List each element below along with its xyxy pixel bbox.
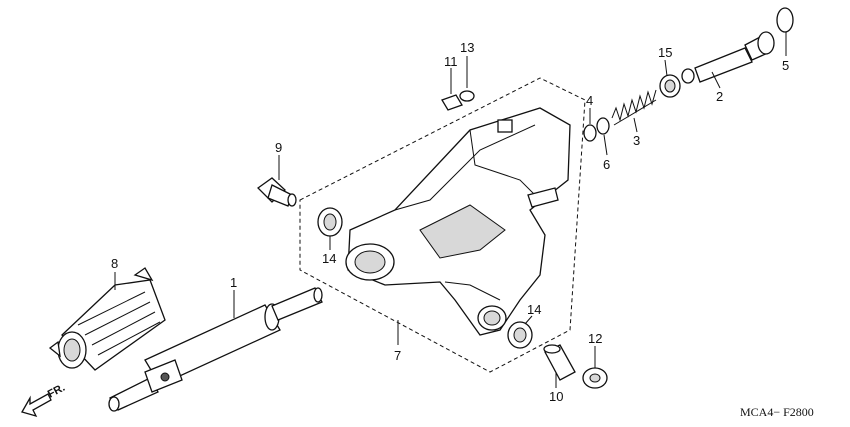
bearing-15[interactable] (659, 74, 681, 98)
callout-10: 10 (549, 389, 563, 404)
callout-9: 9 (275, 140, 282, 155)
front-direction-arrow-icon (21, 393, 52, 418)
washer-13[interactable] (459, 90, 475, 102)
pinion-shaft-2[interactable] (681, 31, 775, 84)
swingarm[interactable] (345, 107, 571, 336)
circlip-5[interactable] (776, 7, 794, 33)
callout-13: 13 (460, 40, 474, 55)
lock-nut-12[interactable] (582, 367, 608, 389)
diagram-code: MCA4− F2800 (740, 405, 814, 419)
front-direction-label: FR. (46, 382, 67, 401)
bolt-9[interactable] (256, 177, 297, 207)
callout-3: 3 (633, 133, 640, 148)
spring-3[interactable] (611, 89, 657, 126)
callout-11: 11 (444, 54, 458, 69)
callout-12: 12 (588, 331, 602, 346)
callout-4: 4 (586, 93, 593, 108)
bolt-10[interactable] (543, 344, 576, 381)
washer-4[interactable] (583, 124, 597, 142)
callout-1: 1 (230, 275, 237, 290)
callout-7: 7 (394, 348, 401, 363)
nut-11[interactable] (441, 94, 463, 111)
drive-shaft[interactable] (108, 287, 323, 412)
dust-boot[interactable] (48, 267, 166, 371)
callout-6: 6 (603, 157, 610, 172)
assembly-boundary (299, 77, 586, 373)
ring-6[interactable] (596, 117, 610, 135)
callout-2: 2 (716, 89, 723, 104)
callout-15: 15 (658, 45, 672, 60)
callout-14-upper: 14 (322, 251, 336, 266)
bearing-14-upper[interactable] (317, 207, 343, 237)
callout-5: 5 (782, 58, 789, 73)
leader-lines (114, 32, 787, 388)
callout-14-lower: 14 (527, 302, 541, 317)
callout-8: 8 (111, 256, 118, 271)
bearing-14-lower[interactable] (507, 321, 533, 349)
